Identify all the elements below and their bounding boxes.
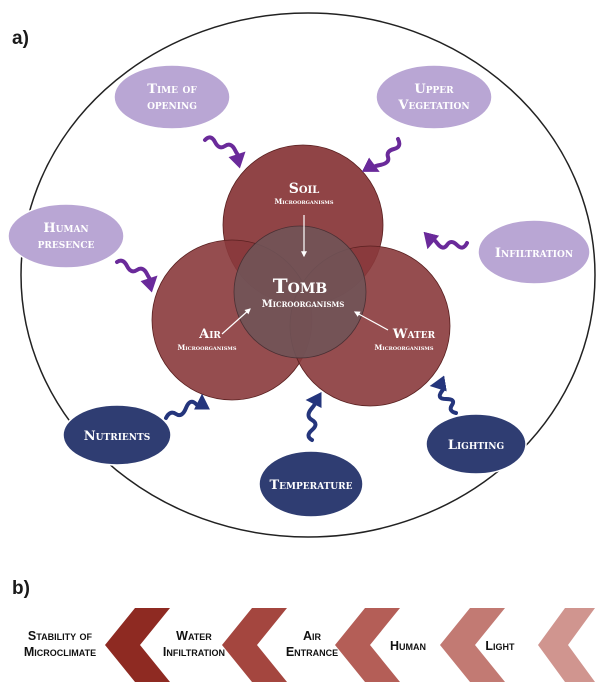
chevron-2 (222, 608, 287, 682)
tomb-circle (233, 225, 367, 359)
chevron-5 (538, 608, 595, 682)
lighting-line1: Lighting (448, 438, 504, 453)
light-label: Light (485, 639, 515, 653)
factor-lighting (425, 413, 527, 475)
factor-upper-vegetation (375, 64, 493, 130)
upper-vegetation-line2: Vegetation (397, 98, 469, 113)
time-of-opening-line2: opening (147, 98, 197, 113)
infiltration-line1: Infiltration (495, 246, 573, 261)
water-subtitle: Microorganisms (375, 343, 434, 352)
soil-title: Soil (289, 181, 320, 197)
human-label: Human (390, 639, 426, 653)
air-entrance-line2: Entrance (286, 645, 338, 659)
tomb-subtitle: Microorganisms (262, 299, 345, 310)
factor-time-of-opening (113, 64, 231, 130)
air-subtitle: Microorganisms (178, 343, 237, 352)
stability-line1: Stability of (28, 629, 93, 643)
panel-a-label: a) (12, 28, 29, 49)
water-infiltration-line1: Water (176, 629, 212, 643)
nutrients-line1: Nutrients (84, 429, 150, 444)
upper-vegetation-arrow (361, 137, 402, 172)
upper-vegetation-line1: Upper (414, 82, 454, 97)
infiltration-arrow (423, 231, 469, 250)
panel-b-label: b) (12, 578, 30, 599)
factor-human-presence (7, 203, 125, 269)
human-presence-arrow (115, 258, 158, 293)
lighting-arrow (429, 375, 458, 415)
temperature-line1: Temperature (270, 478, 353, 493)
air-to-tomb-arrow (221, 308, 251, 335)
water-title: Water (392, 327, 436, 342)
chevron-3 (335, 608, 400, 682)
water-to-tomb-arrow (353, 311, 389, 331)
time-of-opening-line1: Time of (147, 82, 197, 97)
soil-subtitle: Microorganisms (275, 197, 334, 206)
chevron-4 (440, 608, 505, 682)
chevron-1 (105, 608, 170, 682)
nutrients-arrow (164, 393, 210, 420)
air-title: Air (198, 327, 221, 342)
factor-infiltration (477, 219, 591, 285)
temperature-arrow (305, 392, 322, 442)
factor-nutrients (62, 404, 172, 466)
human-presence-line2: presence (38, 237, 95, 252)
human-presence-line1: Human (43, 221, 88, 236)
water-infiltration-line2: Infiltration (163, 645, 225, 659)
factor-temperature (258, 450, 364, 518)
tomb-title: Tomb (273, 274, 328, 298)
stability-line2: Microclimate (24, 645, 96, 659)
air-entrance-line1: Air (303, 629, 322, 643)
time-of-opening-arrow (203, 135, 246, 169)
outer-ellipse (20, 12, 596, 538)
